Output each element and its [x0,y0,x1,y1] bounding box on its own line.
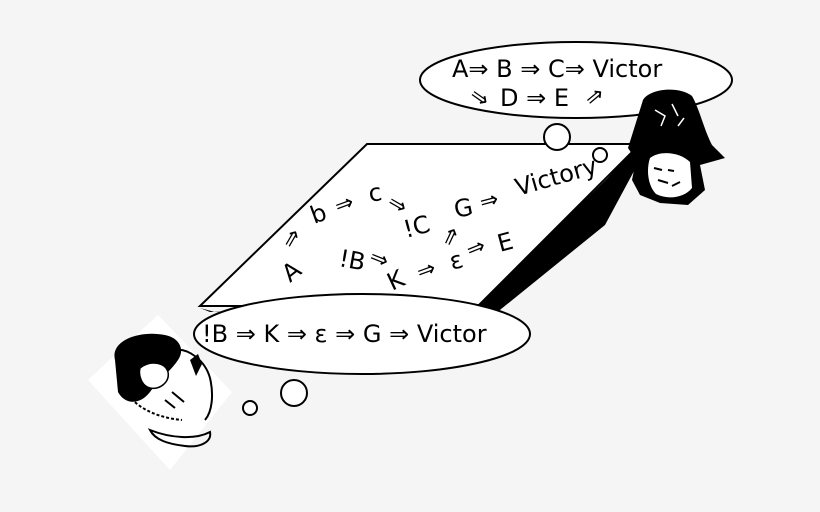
thinking-person-icon [114,333,214,448]
node-c: c [366,178,384,208]
bottom-thought-bubble: !B ⇒ K ⇒ ε ⇒ G ⇒ Victor [193,293,531,375]
node-e: E [494,227,516,258]
plane-shadow-edge [478,158,640,316]
top-thought-dot-small [592,147,608,163]
top-bubble-line2: D ⇒ E [500,84,569,112]
bottom-bubble-text: !B ⇒ K ⇒ ε ⇒ G ⇒ Victor [202,320,487,348]
top-bubble-line1: A⇒ B ⇒ C⇒ Victor [452,55,662,83]
top-thought-dot-large [543,123,571,151]
hooded-person-icon [628,89,725,205]
bottom-thought-dot-small [242,400,258,416]
node-not-b: !B [337,244,368,276]
bottom-thought-dot-large [280,379,308,407]
